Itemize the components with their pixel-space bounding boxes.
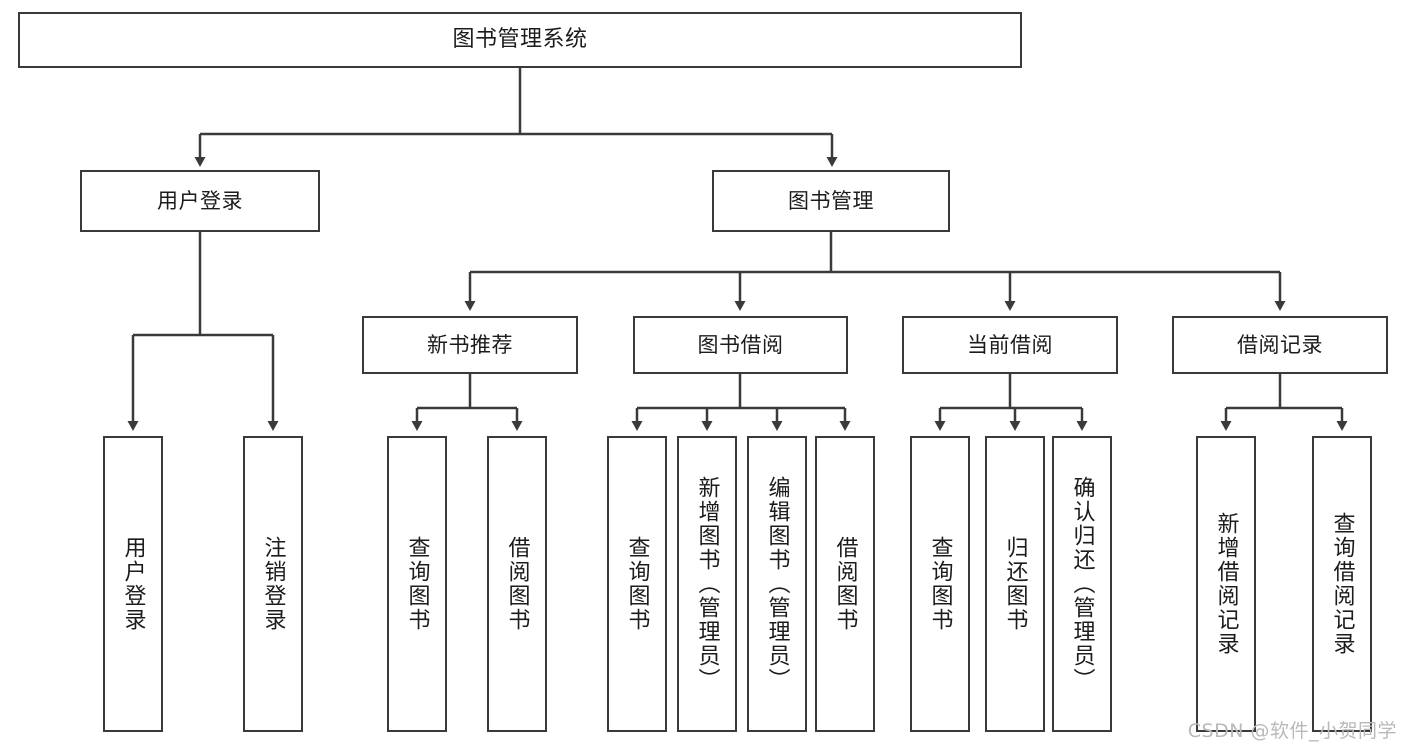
- node-book-manage[interactable]: 图书管理: [712, 170, 950, 232]
- node-leaf-query-book-3-label: 查询图书: [927, 536, 953, 632]
- node-borrow-record[interactable]: 借阅记录: [1172, 316, 1388, 374]
- node-leaf-logout[interactable]: 注销登录: [243, 436, 303, 732]
- node-leaf-add-record[interactable]: 新增借阅记录: [1196, 436, 1256, 732]
- node-leaf-add-record-label: 新增借阅记录: [1213, 512, 1239, 656]
- node-book-manage-label: 图书管理: [788, 188, 874, 213]
- node-leaf-add-book-label: 新增图书（管理员）: [694, 476, 720, 692]
- node-user-login-label: 用户登录: [157, 188, 243, 213]
- node-leaf-borrow-book-1-label: 借阅图书: [504, 536, 530, 632]
- node-new-book-recommend[interactable]: 新书推荐: [362, 316, 578, 374]
- node-root-system-label: 图书管理系统: [452, 27, 588, 53]
- node-user-login[interactable]: 用户登录: [80, 170, 320, 232]
- node-leaf-confirm-return[interactable]: 确认归还（管理员）: [1052, 436, 1112, 732]
- node-leaf-query-book-3[interactable]: 查询图书: [910, 436, 970, 732]
- node-leaf-query-book-1-label: 查询图书: [404, 536, 430, 632]
- node-leaf-query-book-2-label: 查询图书: [624, 536, 650, 632]
- node-leaf-add-book[interactable]: 新增图书（管理员）: [677, 436, 737, 732]
- node-leaf-user-login[interactable]: 用户登录: [103, 436, 163, 732]
- node-root-system[interactable]: 图书管理系统: [18, 12, 1022, 68]
- csdn-watermark: CSDN @软件_小贺同学: [1187, 720, 1397, 742]
- node-leaf-borrow-book-1[interactable]: 借阅图书: [487, 436, 547, 732]
- node-leaf-edit-book[interactable]: 编辑图书（管理员）: [747, 436, 807, 732]
- node-book-borrow[interactable]: 图书借阅: [633, 316, 848, 374]
- node-leaf-borrow-book-2-label: 借阅图书: [832, 536, 858, 632]
- node-leaf-logout-label: 注销登录: [260, 536, 286, 632]
- node-leaf-edit-book-label: 编辑图书（管理员）: [764, 476, 790, 692]
- node-new-book-recommend-label: 新书推荐: [427, 332, 513, 357]
- node-leaf-query-record[interactable]: 查询借阅记录: [1312, 436, 1372, 732]
- node-leaf-query-book-2[interactable]: 查询图书: [607, 436, 667, 732]
- node-leaf-return-book-label: 归还图书: [1002, 536, 1028, 632]
- node-current-borrow[interactable]: 当前借阅: [902, 316, 1118, 374]
- node-leaf-borrow-book-2[interactable]: 借阅图书: [815, 436, 875, 732]
- node-leaf-user-login-label: 用户登录: [120, 536, 146, 632]
- node-borrow-record-label: 借阅记录: [1237, 332, 1323, 357]
- node-leaf-query-record-label: 查询借阅记录: [1329, 512, 1355, 656]
- node-book-borrow-label: 图书借阅: [697, 332, 784, 357]
- node-current-borrow-label: 当前借阅: [967, 332, 1053, 357]
- node-leaf-query-book-1[interactable]: 查询图书: [387, 436, 447, 732]
- node-leaf-confirm-return-label: 确认归还（管理员）: [1069, 476, 1095, 692]
- node-leaf-return-book[interactable]: 归还图书: [985, 436, 1045, 732]
